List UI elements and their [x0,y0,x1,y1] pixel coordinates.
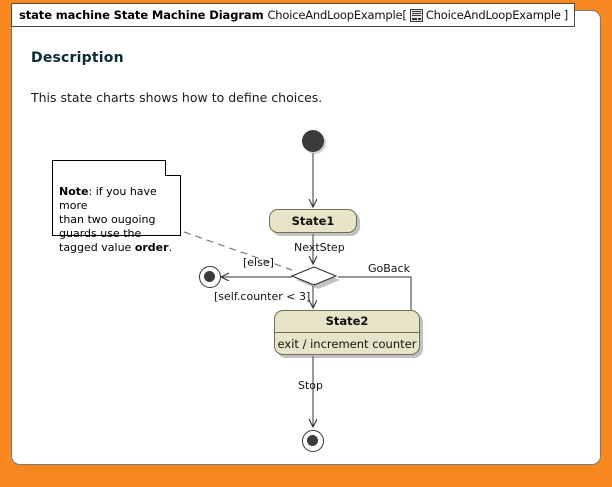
note-body [52,160,181,236]
state-node-state1[interactable]: State1 [269,209,357,233]
edge-label-stop: Stop [298,379,324,392]
note-line-1: if you have more [59,185,157,212]
initial-state-node[interactable] [302,130,324,152]
edge-label-goback: GoBack [368,262,410,275]
final-state-else[interactable] [199,266,221,288]
description-heading: Description [31,50,124,66]
note-label: Note [59,185,89,198]
edge-label-guard-counter: [self.counter < 3] [214,290,311,303]
state-node-state2[interactable]: State2 exit / increment counter [274,310,420,355]
diagram-frame [11,10,601,465]
package-icon [409,8,423,22]
description-text: This state charts shows how to define ch… [31,90,323,105]
note-period: . [168,241,173,254]
note-text: Note: if you have more than two ougoing … [59,185,177,255]
state2-compartment: exit / increment counter [277,337,417,351]
edge-label-else: [else] [243,256,274,269]
note-line-4: tagged value [59,241,135,254]
context-name: ChoiceAndLoopExample [425,8,561,22]
note-line-3: guards use the [59,227,142,240]
bracket-open: [ [402,8,407,22]
state2-label: State2 [325,314,369,328]
diagram-name: ChoiceAndLoopExample [267,8,403,22]
state2-separator [275,332,419,333]
note-box: Note: if you have more than two ougoing … [52,160,181,254]
note-fold-corner [165,160,181,176]
state1-label: State1 [291,214,335,228]
diagram-stereotype: state machine State Machine Diagram [19,8,264,22]
bracket-close: ] [563,8,569,22]
note-emphasis: order [134,241,169,254]
final-state-stop[interactable] [302,430,324,452]
note-line-2: than two ougoing [59,213,156,226]
diagram-title-tab[interactable]: state machine State Machine Diagram Choi… [11,3,576,27]
note-separator: : [88,185,96,198]
edge-label-nextstep: NextStep [294,241,345,254]
